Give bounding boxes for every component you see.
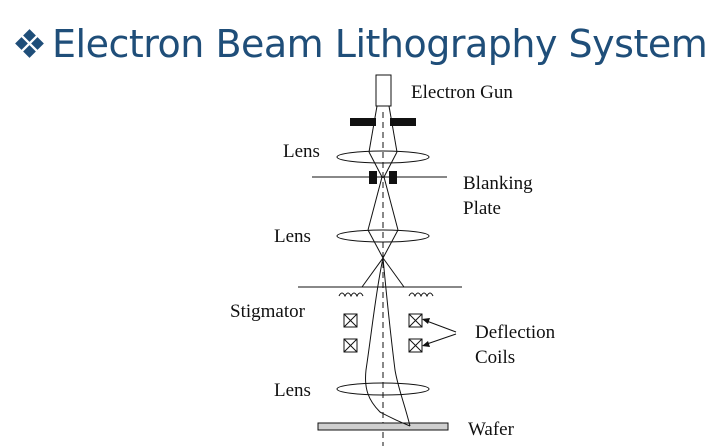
stigmator-coil-left (338, 292, 364, 298)
diamond-bullet-icon (15, 29, 44, 58)
deflection-arrow-top (423, 319, 457, 333)
label-blanking-line1: Blanking (463, 173, 533, 194)
label-electron-gun: Electron Gun (411, 82, 513, 103)
page-title-text: Electron Beam Lithography System (52, 22, 708, 66)
label-deflection-line1: Deflection (475, 322, 556, 343)
label-lens-top: Lens (283, 141, 320, 162)
label-wafer: Wafer (468, 419, 514, 440)
deflection-arrow-bottom (423, 333, 457, 346)
label-blanking-line2: Plate (463, 198, 501, 219)
label-lens-middle: Lens (274, 226, 311, 247)
lens-top (336, 150, 430, 164)
deflection-coil-right-bottom (408, 338, 423, 353)
blanking-plate-left (369, 171, 377, 184)
deflection-coil-left-top (343, 313, 358, 328)
lens-bottom (336, 382, 430, 396)
deflection-coil-left-bottom (343, 338, 358, 353)
blanking-plate-right (389, 171, 397, 184)
beam-rays (361, 105, 411, 427)
electron-gun (375, 74, 392, 107)
anode-plate-left (350, 118, 376, 126)
label-lens-bottom: Lens (274, 380, 311, 401)
label-stigmator: Stigmator (230, 301, 305, 322)
page-title: Electron Beam Lithography System (14, 16, 708, 72)
deflection-coil-right-top (408, 313, 423, 328)
stigmator-coil-right (408, 292, 434, 298)
anode-plate-right (390, 118, 416, 126)
wafer (317, 422, 449, 431)
lens-middle (336, 229, 430, 243)
label-deflection-line2: Coils (475, 347, 516, 368)
